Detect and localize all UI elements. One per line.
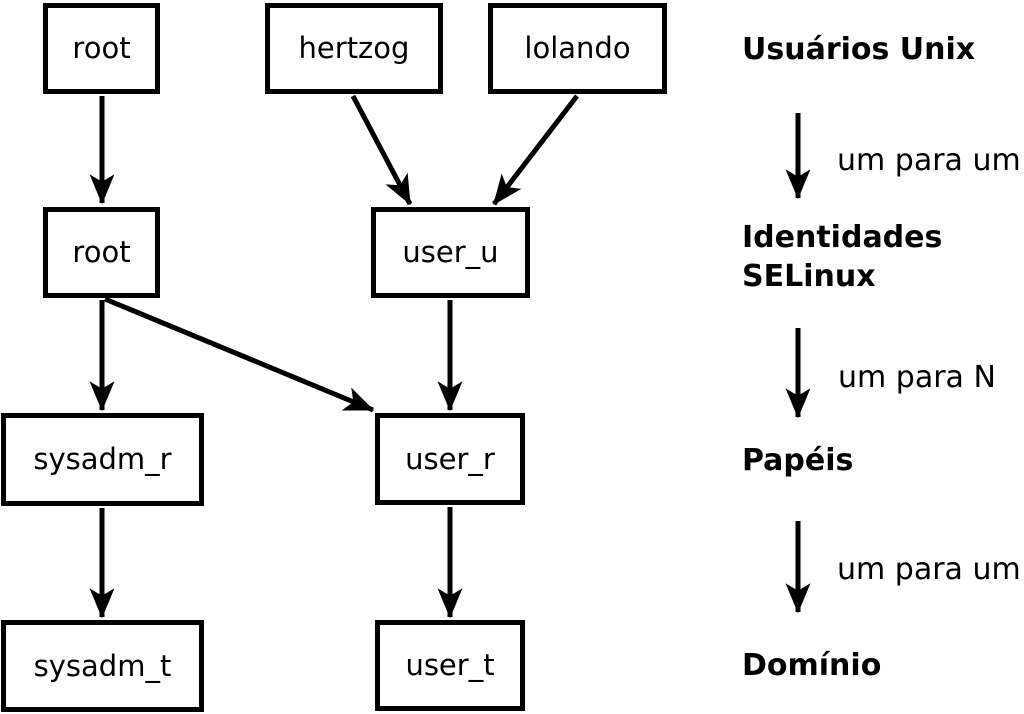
legend-level-selinux-identities: Identidades SELinux bbox=[742, 218, 942, 296]
node-domain-sysadm-t: sysadm_t bbox=[1, 620, 204, 712]
node-unix-user-lolando: lolando bbox=[488, 3, 667, 94]
node-selinux-identity-user-u: user_u bbox=[371, 207, 530, 298]
arrow-selinux-root-to-user-r bbox=[104, 296, 375, 413]
legend-level-selinux-identities-line2: SELinux bbox=[742, 259, 876, 294]
node-selinux-identity-root: root bbox=[43, 207, 160, 298]
legend-relation-one-to-one-2: um para um bbox=[837, 552, 1021, 587]
legend-relation-one-to-n: um para N bbox=[838, 360, 996, 395]
legend-level-selinux-identities-line1: Identidades bbox=[742, 220, 943, 255]
legend-relation-one-to-one-1: um para um bbox=[837, 143, 1021, 178]
legend-level-unix-users: Usuários Unix bbox=[742, 32, 976, 67]
legend-level-roles: Papéis bbox=[742, 443, 854, 478]
node-role-user-r: user_r bbox=[375, 413, 525, 505]
node-unix-user-root: root bbox=[43, 3, 160, 94]
arrow-lolando-to-user-u bbox=[492, 94, 579, 206]
node-domain-user-t: user_t bbox=[375, 620, 525, 711]
node-unix-user-hertzog: hertzog bbox=[265, 3, 443, 94]
node-role-sysadm-r: sysadm_r bbox=[1, 413, 204, 506]
legend-level-domain: Domínio bbox=[742, 648, 882, 683]
arrow-hertzog-to-user-u bbox=[350, 94, 413, 206]
